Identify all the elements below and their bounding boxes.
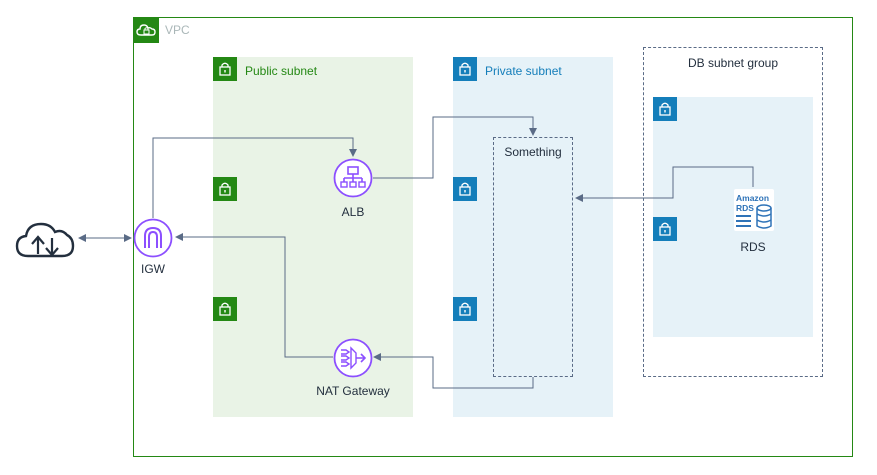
vpc-container — [133, 17, 853, 457]
rds-icon: Amazon RDS — [734, 189, 774, 231]
vpc-badge — [133, 17, 159, 43]
igw-label: IGW — [141, 262, 165, 276]
something-group — [493, 137, 573, 377]
cloud-lock-icon — [136, 24, 156, 36]
db-subnet — [653, 97, 813, 337]
public-subnet-lock-icon — [213, 297, 237, 321]
alb-label: ALB — [341, 205, 365, 219]
nat-igw-edge — [175, 233, 333, 358]
db-subnet-group — [643, 47, 823, 377]
vpc-label: VPC — [165, 23, 190, 37]
rds-something-edge — [575, 166, 754, 202]
nat-gateway-icon — [333, 338, 373, 378]
internet-cloud-icon — [15, 222, 75, 258]
private-subnet-lock-icon — [453, 297, 477, 321]
alb-something-edge — [373, 116, 537, 179]
public-subnet-label: Public subnet — [245, 64, 318, 78]
load-balancer-icon — [333, 158, 373, 198]
something-label: Something — [504, 145, 562, 159]
rds-icon-text: RDS — [736, 203, 754, 213]
db-subnet-lock-icon — [653, 217, 677, 241]
something-nat-edge — [373, 353, 534, 389]
private-subnet-lock-icon — [453, 177, 477, 201]
public-subnet-lock-icon — [213, 57, 237, 81]
private-subnet-lock-icon — [453, 57, 477, 81]
igw-alb-edge — [152, 137, 357, 218]
db-subnet-lock-icon — [653, 97, 677, 121]
db-subnet-group-label: DB subnet group — [687, 56, 779, 70]
rds-label: RDS — [740, 240, 766, 254]
internet-gateway-icon — [133, 218, 173, 258]
private-subnet-label: Private subnet — [485, 64, 562, 78]
public-subnet-lock-icon — [213, 177, 237, 201]
rds-icon-text: Amazon — [736, 193, 769, 203]
nat-label: NAT Gateway — [316, 384, 390, 398]
